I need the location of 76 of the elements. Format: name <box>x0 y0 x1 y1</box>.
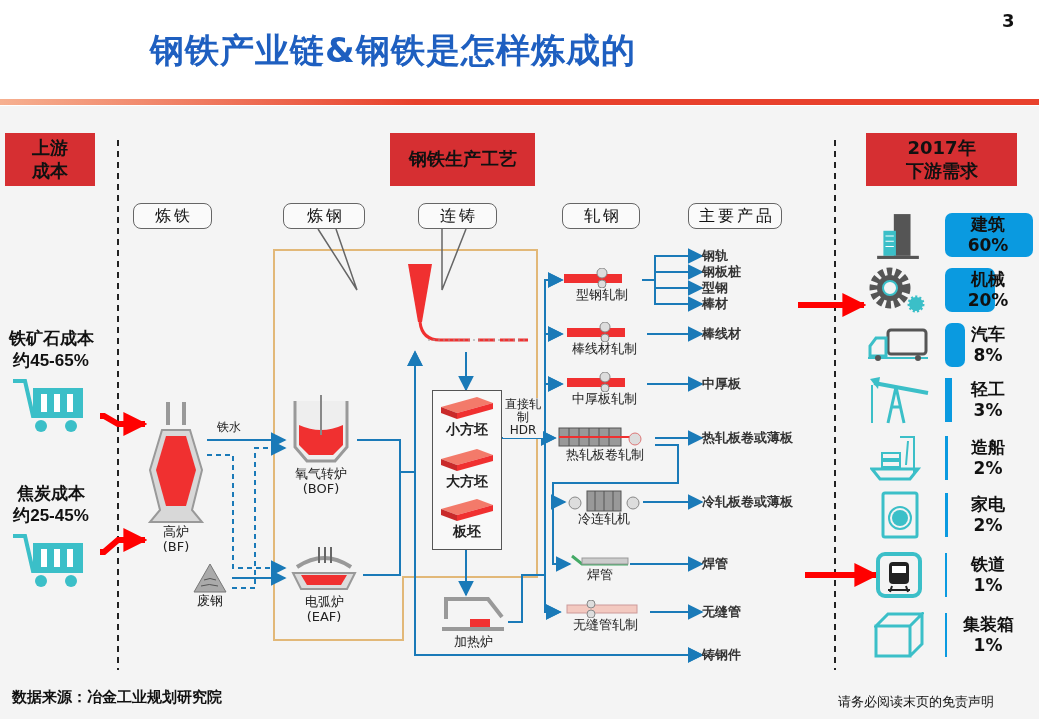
sector-label: 集装箱 <box>961 614 1015 634</box>
process-label: 冷连轧机 <box>578 512 630 527</box>
process-label: 高炉 (BF) <box>161 525 191 555</box>
stage-tag: 炼钢 <box>283 203 365 229</box>
process-label: 小方坯 <box>445 421 488 438</box>
product-label: 中厚板 <box>702 376 741 392</box>
arrow <box>798 293 867 317</box>
page-number: 3 <box>1002 10 1015 31</box>
process-label: 氧气转炉 (BOF) <box>294 467 348 497</box>
sector-label: 家电 <box>970 494 1006 514</box>
process-label: 板坯 <box>452 523 481 540</box>
product-label: 棒材 <box>702 296 728 312</box>
product-label: 棒线材 <box>702 326 741 342</box>
share-value: 1% <box>972 635 1004 655</box>
arrow <box>646 326 704 342</box>
train-icon <box>876 552 922 598</box>
process-label: 废钢 <box>197 594 223 609</box>
source-note: 数据来源：冶金工业规划研究院 <box>12 688 222 707</box>
share-value: 1% <box>972 575 1004 595</box>
process-label: 电弧炉 (EAF) <box>303 595 345 625</box>
cost-text: 铁矿石成本约45-65% <box>7 328 95 373</box>
arrow <box>641 279 704 312</box>
arrow <box>654 430 704 446</box>
arrow <box>507 574 562 623</box>
product-label: 钢轨 <box>702 248 728 264</box>
process-label: 大方坯 <box>445 473 488 490</box>
sector-label: 造船 <box>970 437 1006 457</box>
share-value: 3% <box>972 400 1004 420</box>
section-header: 上游成本 <box>5 133 95 186</box>
process-label: 焊管 <box>587 568 613 583</box>
arrow <box>642 494 704 510</box>
stage-tag: 炼铁 <box>133 203 212 229</box>
share-value: 2% <box>972 515 1004 535</box>
arrow <box>458 351 474 392</box>
product-label: 冷轧板卷或薄板 <box>702 494 793 510</box>
process-label: 型钢轧制 <box>576 288 628 303</box>
process-label: 加热炉 <box>453 635 493 650</box>
arrow <box>458 549 474 597</box>
sector-label: 铁道 <box>969 554 1006 574</box>
share-value: 60% <box>966 235 1010 255</box>
product-label: 钢板桩 <box>702 264 741 280</box>
product-label: 铸钢件 <box>702 647 741 663</box>
cost-text: 焦炭成本约25-45% <box>12 483 90 528</box>
product-label: 无缝管 <box>702 604 741 620</box>
process-label: 棒线材轧制 <box>572 342 637 357</box>
arrow <box>231 570 287 586</box>
arrow <box>649 604 704 620</box>
edge-label: 直接轧制 HDR <box>503 398 543 438</box>
share-value: 8% <box>972 345 1004 365</box>
section-header: 2017年下游需求 <box>866 133 1017 186</box>
arrow <box>100 528 148 555</box>
arrow <box>805 563 879 587</box>
washing-machine-icon <box>880 491 920 539</box>
page-title: 钢铁产业链&钢铁是怎样炼成的 <box>150 29 636 72</box>
billet-frame <box>432 390 502 550</box>
arrow <box>100 412 148 436</box>
arrow <box>646 376 704 392</box>
sector-label: 汽车 <box>970 324 1006 344</box>
disclaimer-note: 请务必阅读末页的免责声明 <box>838 693 994 711</box>
box-icon <box>874 612 924 658</box>
product-label: 热轧板卷或薄板 <box>702 430 793 446</box>
stage-tag: 连铸 <box>418 203 497 229</box>
share-value: 2% <box>972 458 1004 478</box>
section-header: 钢铁生产工艺 <box>390 133 535 186</box>
sector-label: 建筑 <box>969 214 1006 234</box>
arrow <box>629 556 704 572</box>
process-label: 中厚板轧制 <box>572 392 637 407</box>
process-label: 无缝管轧制 <box>572 618 638 633</box>
truck-icon <box>866 328 930 362</box>
stage-tag: 主要产品 <box>688 203 782 229</box>
product-label: 型钢 <box>702 280 728 296</box>
stage-tag: 轧钢 <box>562 203 640 229</box>
product-label: 焊管 <box>702 556 728 572</box>
sector-label: 轻工 <box>969 379 1006 399</box>
process-label: 热轧板卷轧制 <box>566 448 644 463</box>
arrow <box>206 454 287 576</box>
